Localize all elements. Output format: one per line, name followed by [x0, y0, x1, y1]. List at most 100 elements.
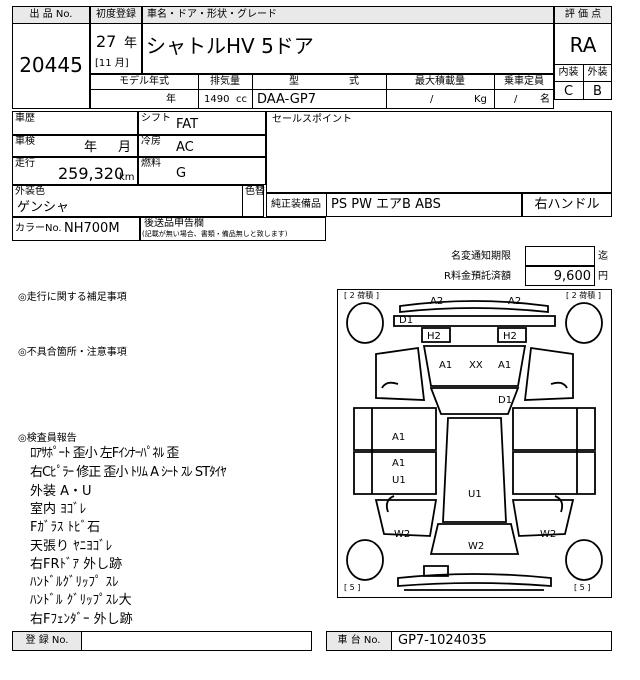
chassis-number-value: GP7-1024035	[398, 633, 487, 648]
aftermarket-cell	[140, 217, 326, 241]
lot-number-header	[12, 6, 90, 24]
ac-label: 冷房	[141, 136, 161, 147]
car-name-label: 車名・ドア・形状・グレード	[147, 9, 277, 20]
capacity-unit: 名	[540, 94, 550, 105]
shift-cell	[138, 111, 266, 135]
damage-mark: W2	[540, 529, 557, 540]
sales-points-label: セールスポイント	[272, 114, 352, 125]
inspector-line: ﾊﾝﾄﾞﾙｸﾞﾘｯﾌﾟ ｽﾚ	[30, 575, 119, 590]
ac-value: AC	[176, 140, 194, 155]
color-change-label: 色替	[245, 186, 265, 197]
spec-col-4	[494, 74, 495, 109]
equipment-cell	[266, 193, 522, 217]
max-load-unit: Kg	[474, 94, 487, 105]
mileage-value: 259,320	[58, 164, 125, 183]
color-number-cell	[12, 217, 140, 241]
exterior-color-label: 外装色	[15, 186, 45, 197]
fuel-cell	[138, 157, 266, 185]
inspector-line: 右FRﾄﾞｱ 外し跡	[30, 557, 123, 572]
sales-points-box	[266, 111, 612, 193]
exterior-score: B	[593, 84, 602, 99]
spec-col-3	[386, 74, 387, 109]
exterior-color-cell	[12, 185, 264, 217]
displacement-value: 1490	[204, 94, 230, 105]
registration-number-label: 登 録 No.	[25, 635, 69, 646]
name-change-field	[525, 246, 595, 266]
year-unit: 年	[124, 36, 138, 51]
evaluation-score: RA	[569, 33, 597, 57]
model-year-unit: 年	[166, 94, 176, 105]
inspector-line: ﾛｱｻﾎﾟｰﾄ 歪小 左Fｲﾝﾅｰﾊﾟﾈﾙ 歪	[30, 446, 179, 461]
chassis-number-header	[326, 631, 392, 651]
spec-col-1	[198, 74, 199, 109]
recycle-field	[525, 266, 595, 286]
evaluation-sub-divider	[554, 81, 612, 82]
inspector-label: ◎検査員報告	[18, 433, 77, 444]
name-change-label: 名変通知期限	[451, 251, 511, 262]
evaluation-label: 評 価 点	[564, 9, 602, 20]
max-load-sep: /	[430, 94, 434, 105]
history-label: 車歴	[15, 113, 35, 124]
spec-col-2	[252, 74, 253, 109]
shift-value: FAT	[176, 117, 199, 132]
capacity-label: 乗車定員	[504, 76, 544, 87]
damage-mark: H2	[503, 331, 517, 342]
color-number-label: カラーNo.	[15, 223, 62, 234]
diagram-corner-top-right: [ 2 荷積 ]	[566, 291, 601, 300]
shift-label: シフト	[141, 113, 171, 124]
equipment-value: PS PW エアB ABS	[331, 197, 441, 212]
color-change-divider	[242, 185, 243, 217]
model-label-1: 型	[289, 76, 299, 87]
first-registration-month: [11 月]	[95, 58, 129, 69]
damage-mark: H2	[427, 331, 441, 342]
car-name-header	[142, 6, 554, 24]
aftermarket-note: (記載が無い場合、書類・備品無しと致します)	[142, 230, 288, 238]
model-code: DAA-GP7	[257, 92, 316, 107]
max-load-label: 最大積載量	[415, 76, 465, 87]
damage-mark: A1	[498, 360, 512, 371]
fuel-value: G	[176, 166, 187, 181]
diagram-corner-bottom-right: [ 5 ]	[574, 583, 591, 592]
lot-number: 20445	[19, 53, 83, 77]
damage-mark: W2	[394, 529, 411, 540]
inspection-month-unit: 月	[118, 140, 132, 155]
name-change-unit: 迄	[598, 251, 608, 262]
defects-label: ◎不具合箇所・注意事項	[18, 347, 127, 358]
history-cell	[12, 111, 138, 135]
supplement-label: ◎走行に関する補足事項	[18, 292, 127, 303]
damage-mark: U1	[468, 489, 482, 500]
color-number-value: NH700M	[64, 221, 120, 236]
recycle-unit: 円	[598, 271, 608, 282]
first-registration-header	[90, 6, 142, 24]
inspector-line: 天張り ﾔﾆﾖｺﾞﾚ	[30, 539, 113, 554]
mileage-unit: km	[119, 172, 135, 183]
damage-mark: A2	[430, 296, 444, 307]
recycle-label: R料金預託済額	[444, 271, 511, 282]
damage-mark: W2	[468, 541, 485, 552]
vehicle-diagram: [ 2 荷積 ] [ 2 荷積 ] [ 5 ] [ 5 ] A2 A2 D1 H…	[337, 289, 612, 598]
car-name: シャトルHV 5ドア	[146, 34, 314, 58]
interior-label: 内装	[558, 67, 579, 78]
registration-number-header	[12, 631, 82, 651]
displacement-unit: cc	[236, 94, 247, 105]
first-registration-year: 27	[96, 32, 117, 51]
aftermarket-label: 後送品申告欄	[144, 218, 204, 229]
exterior-label: 外装	[587, 67, 608, 78]
inspection-cell	[12, 135, 138, 157]
inspection-label: 車検	[15, 136, 35, 147]
diagram-corner-bottom-left: [ 5 ]	[344, 583, 361, 592]
spec-row-divider	[90, 89, 554, 90]
inspector-line: 右Fﾌｪﾝﾀﾞｰ 外し跡	[30, 612, 133, 627]
vehicle-outline	[346, 300, 603, 591]
recycle-value: 9,600	[553, 269, 591, 284]
capacity-sep: /	[514, 94, 518, 105]
spec-row	[90, 74, 554, 109]
first-registration-label: 初度登録	[96, 9, 136, 20]
inspector-line: 外装 A・U	[30, 484, 92, 499]
chassis-number-label: 車 台 No.	[337, 635, 381, 646]
damage-mark: U1	[392, 475, 406, 486]
mileage-cell	[12, 157, 138, 185]
lot-number-label: 出 品 No.	[29, 9, 73, 20]
inspector-line: 室内 ﾖｺﾞﾚ	[30, 502, 87, 517]
damage-mark: A1	[392, 432, 406, 443]
